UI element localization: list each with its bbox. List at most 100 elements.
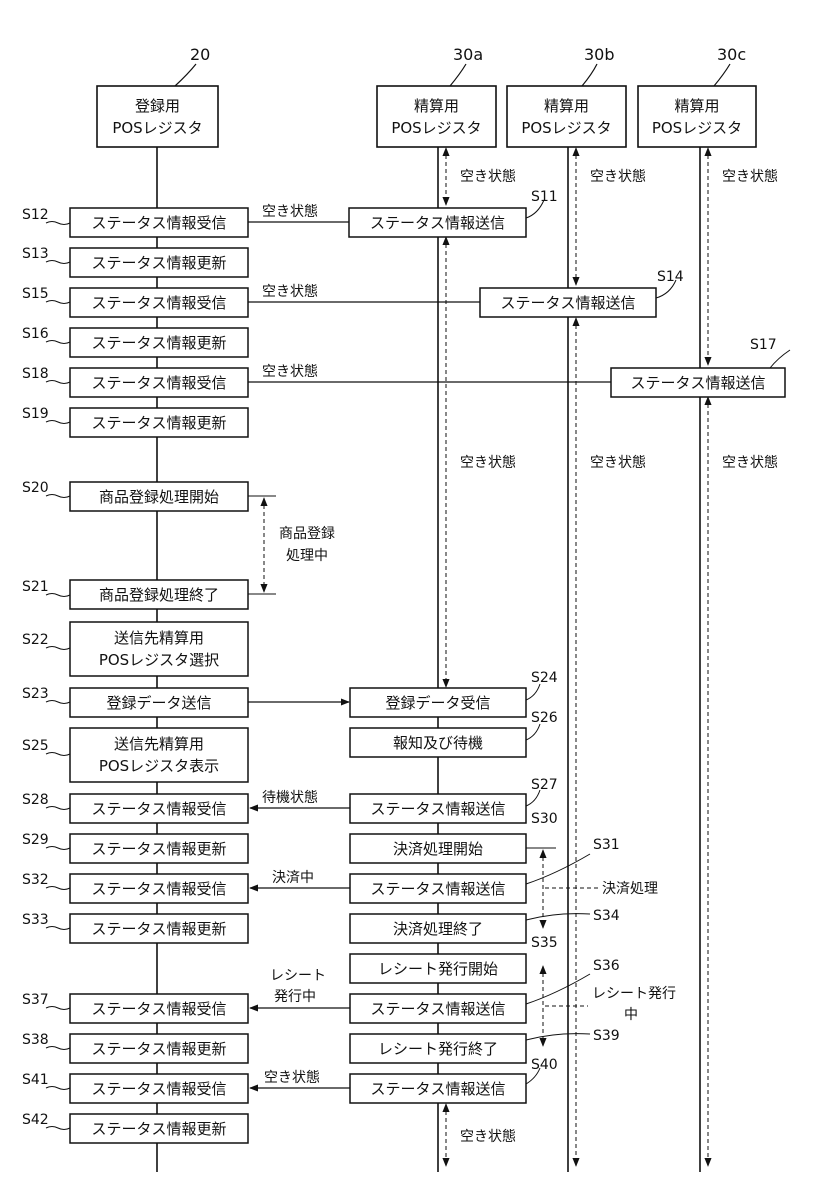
step-code-s39: S39 (593, 1028, 620, 1044)
step-s24: 登録データ受信 S24 (350, 670, 558, 717)
step-s18-squiggle (46, 381, 70, 384)
step-s39: レシート発行終了 S39 (350, 1028, 620, 1063)
idle-label-a-bottom: 空き状態 (460, 1129, 516, 1145)
step-code-s12: S12 (22, 207, 49, 223)
lane-box-30b (507, 86, 626, 147)
step-code-s38: S38 (22, 1032, 49, 1048)
step-s15: S15 ステータス情報受信 (22, 286, 248, 317)
step-text-s41: ステータス情報受信 (91, 1080, 226, 1098)
step-s41-squiggle (46, 1087, 70, 1090)
step-s28-squiggle (46, 807, 70, 810)
lane-box-20 (97, 86, 218, 147)
msg-label-s27: 待機状態 (262, 790, 318, 806)
step-s13: S13 ステータス情報更新 (22, 246, 248, 277)
step-code-s27: S27 (531, 777, 558, 793)
step-code-s36: S36 (593, 958, 620, 974)
step-s23-squiggle (46, 701, 70, 704)
receipt-label-line1: レシート発行 (592, 986, 676, 1002)
lane-title-20-line1: 登録用 (135, 97, 180, 115)
settlement-label: 決済処理 (602, 881, 658, 897)
step-text-s31: ステータス情報送信 (370, 880, 505, 898)
lane-box-30a (377, 86, 496, 147)
step-code-s13: S13 (22, 246, 49, 262)
step-s25: S25 送信先精算用 POSレジスタ表示 (22, 728, 248, 782)
lane-ref-30b-leader (582, 64, 597, 86)
message-labels: 空き状態 空き状態 空き状態 待機状態 決済中 レシート 発行中 空き状態 (262, 204, 326, 1086)
step-text-s36: ステータス情報送信 (370, 1000, 505, 1018)
step-code-s20: S20 (22, 480, 49, 496)
step-code-s26: S26 (531, 710, 558, 726)
checkout-steps: ステータス情報送信 S11 ステータス情報送信 S14 ステータス情報送信 S1… (349, 189, 790, 1103)
lane-ref-30b: 30b (584, 45, 615, 64)
step-code-s19: S19 (22, 406, 49, 422)
step-text-s34: 決済処理終了 (393, 920, 483, 938)
step-s33: S33 ステータス情報更新 (22, 912, 248, 943)
step-text-s22-line1: 送信先精算用 (114, 629, 204, 647)
processing-labels: 商品登録 処理中 決済処理 レシート発行 中 (279, 526, 676, 1023)
step-text-s40: ステータス情報送信 (370, 1080, 505, 1098)
step-s38-squiggle (46, 1047, 70, 1050)
lane-title-30c-line2: POSレジスタ (652, 119, 742, 137)
step-s22: S22 送信先精算用 POSレジスタ選択 (22, 622, 248, 676)
step-text-s25-line2: POSレジスタ表示 (99, 757, 219, 775)
step-s25-squiggle (46, 753, 70, 756)
idle-label-b-top: 空き状態 (590, 169, 646, 185)
step-s31-leader (526, 854, 590, 884)
step-s39-leader (526, 1034, 590, 1040)
step-code-s22: S22 (22, 632, 49, 648)
step-s12-squiggle (46, 222, 70, 225)
step-code-s18: S18 (22, 366, 49, 382)
step-s36-leader (526, 974, 590, 1004)
lane-ref-20: 20 (190, 45, 210, 64)
step-s37-squiggle (46, 1007, 70, 1010)
step-s22-squiggle (46, 647, 70, 650)
step-text-s23: 登録データ送信 (106, 694, 211, 712)
step-s19: S19 ステータス情報更新 (22, 406, 248, 437)
step-text-s28: ステータス情報受信 (91, 800, 226, 818)
step-s28: S28 ステータス情報受信 (22, 792, 248, 823)
idle-label-a-top: 空き状態 (460, 169, 516, 185)
msg-label-s36-line1: レシート (270, 968, 326, 984)
step-s34-leader (526, 914, 590, 920)
step-s42-squiggle (46, 1127, 70, 1130)
step-text-s38: ステータス情報更新 (91, 1040, 226, 1058)
step-code-s34: S34 (593, 908, 620, 924)
step-s29: S29 ステータス情報更新 (22, 832, 248, 863)
step-code-s23: S23 (22, 686, 49, 702)
step-s18: S18 ステータス情報受信 (22, 366, 248, 397)
step-code-s24: S24 (531, 670, 558, 686)
receipt-label-line2: 中 (624, 1007, 638, 1023)
step-text-s30: 決済処理開始 (393, 840, 483, 858)
step-code-s33: S33 (22, 912, 49, 928)
step-code-s31: S31 (593, 837, 620, 853)
lane-title-30b-line1: 精算用 (544, 97, 589, 115)
step-text-s16: ステータス情報更新 (91, 334, 226, 352)
step-text-s32: ステータス情報受信 (91, 880, 226, 898)
step-code-s16: S16 (22, 326, 49, 342)
step-s16: S16 ステータス情報更新 (22, 326, 248, 357)
step-s41: S41 ステータス情報受信 (22, 1072, 248, 1103)
msg-label-s31: 決済中 (272, 870, 314, 886)
msg-label-s17: 空き状態 (262, 364, 318, 380)
step-text-s37: ステータス情報受信 (91, 1000, 226, 1018)
step-text-s39: レシート発行終了 (378, 1040, 498, 1058)
lane-title-30b-line2: POSレジスタ (521, 119, 611, 137)
lane-title-30a-line2: POSレジスタ (391, 119, 481, 137)
step-code-s42: S42 (22, 1112, 49, 1128)
step-s26-leader (526, 724, 540, 740)
step-text-s21: 商品登録処理終了 (99, 586, 219, 604)
step-code-s21: S21 (22, 579, 49, 595)
step-code-s37: S37 (22, 992, 49, 1008)
lane-ref-30c-leader (714, 64, 730, 86)
step-code-s15: S15 (22, 286, 49, 302)
registering-label-line2: 処理中 (286, 548, 328, 564)
step-s20: S20 商品登録処理開始 (22, 480, 248, 511)
step-text-s25-line1: 送信先精算用 (114, 735, 204, 753)
lane-ref-30a-leader (450, 64, 466, 86)
step-s33-squiggle (46, 927, 70, 930)
step-text-s35: レシート発行開始 (378, 960, 498, 978)
step-s42: S42 ステータス情報更新 (22, 1112, 248, 1143)
lane-title-30c-line1: 精算用 (674, 97, 719, 115)
